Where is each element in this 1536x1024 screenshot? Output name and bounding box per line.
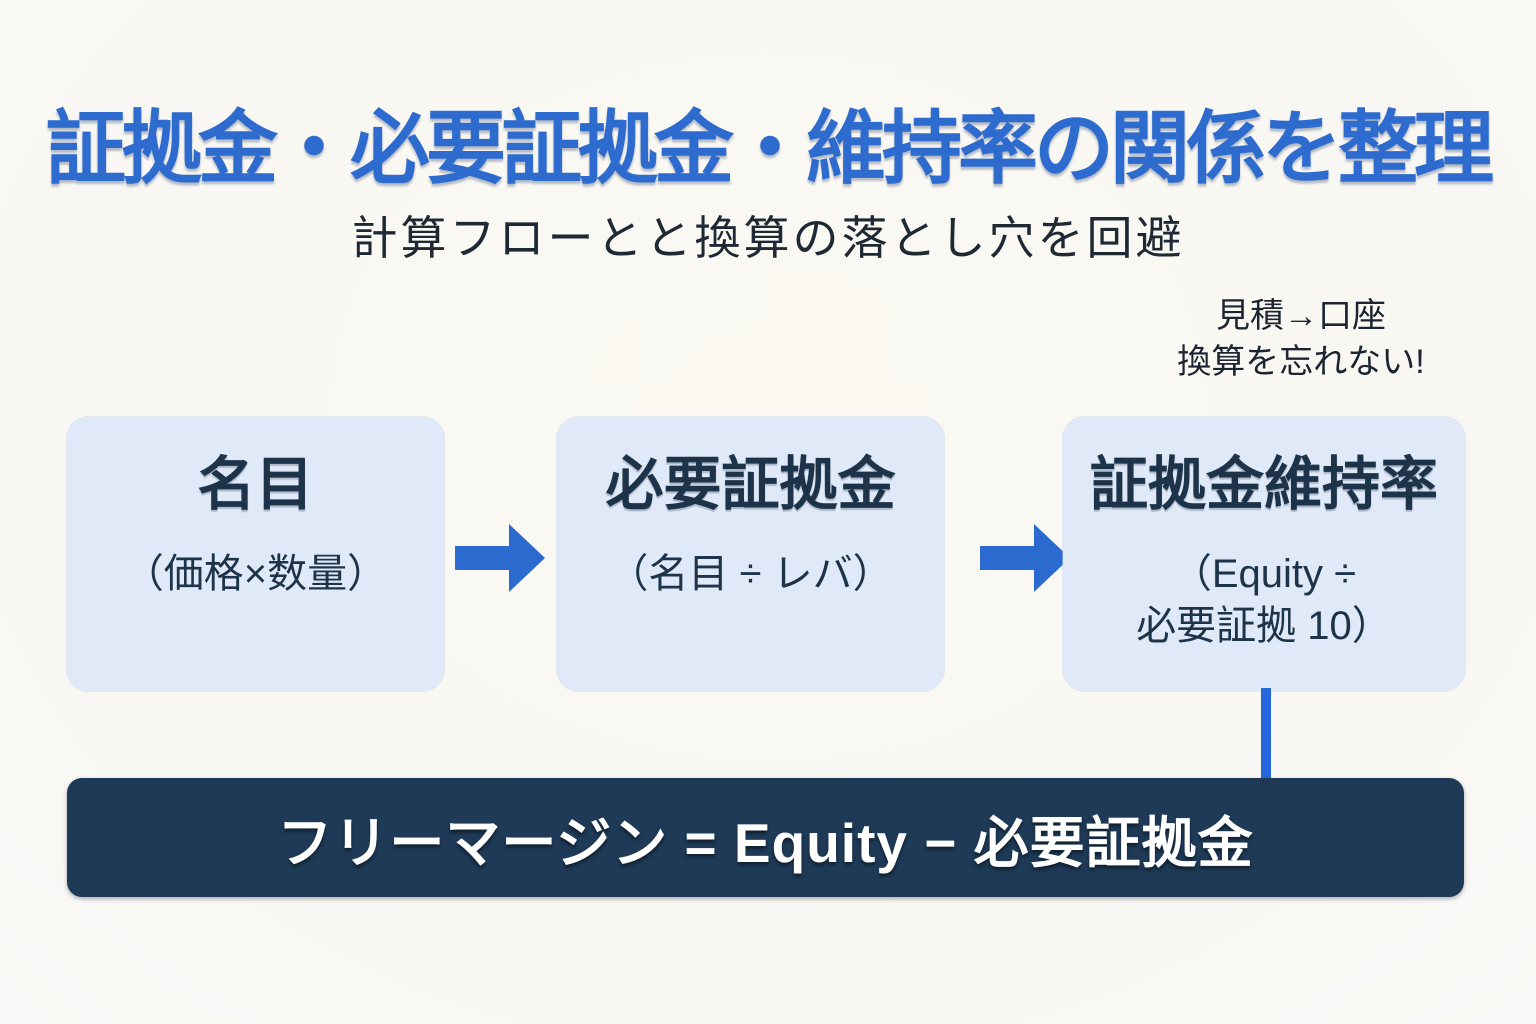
flow-step-formula: （価格×数量）	[123, 551, 388, 596]
flow-step-nominal: 名目 （価格×数量）	[67, 417, 444, 691]
note-line-2: 換算を忘れない!	[1177, 342, 1425, 381]
formula-line-1: （Equity ÷	[1171, 551, 1357, 596]
arrow-right-icon	[455, 524, 545, 592]
flow-step-formula: （名目 ÷ レバ）	[608, 551, 893, 596]
flow-step-required-margin: 必要証拠金 （名目 ÷ レバ）	[557, 417, 944, 691]
flow-step-title: 名目	[197, 452, 314, 517]
flow-step-title: 必要証拠金	[605, 452, 896, 517]
arrow-shaft	[455, 546, 510, 570]
page-subtitle: 計算フローとと換算の落とし穴を回避	[351, 212, 1185, 264]
flow-step-title: 証拠金維持率	[1089, 452, 1438, 517]
conversion-reminder-note: 見積→口座 換算を忘れない!	[1136, 294, 1466, 386]
formula-line-2: 必要証拠 10）	[1136, 603, 1392, 648]
arrow-head	[509, 524, 545, 592]
note-line-1: 見積→口座	[1216, 297, 1386, 335]
flow-step-formula: （Equity ÷ 必要証拠 10）	[1136, 548, 1392, 652]
free-margin-formula: フリーマージン = Equity − 必要証拠金	[277, 811, 1254, 874]
flow-step-margin-level: 証拠金維持率 （Equity ÷ 必要証拠 10）	[1063, 417, 1465, 691]
arrow-shaft	[980, 546, 1035, 570]
connector-line	[1261, 688, 1271, 780]
free-margin-bar: フリーマージン = Equity − 必要証拠金	[67, 778, 1464, 897]
arrow-right-icon	[980, 524, 1070, 592]
page-title: 証拠金・必要証拠金・維持率の関係を整理	[46, 104, 1494, 193]
